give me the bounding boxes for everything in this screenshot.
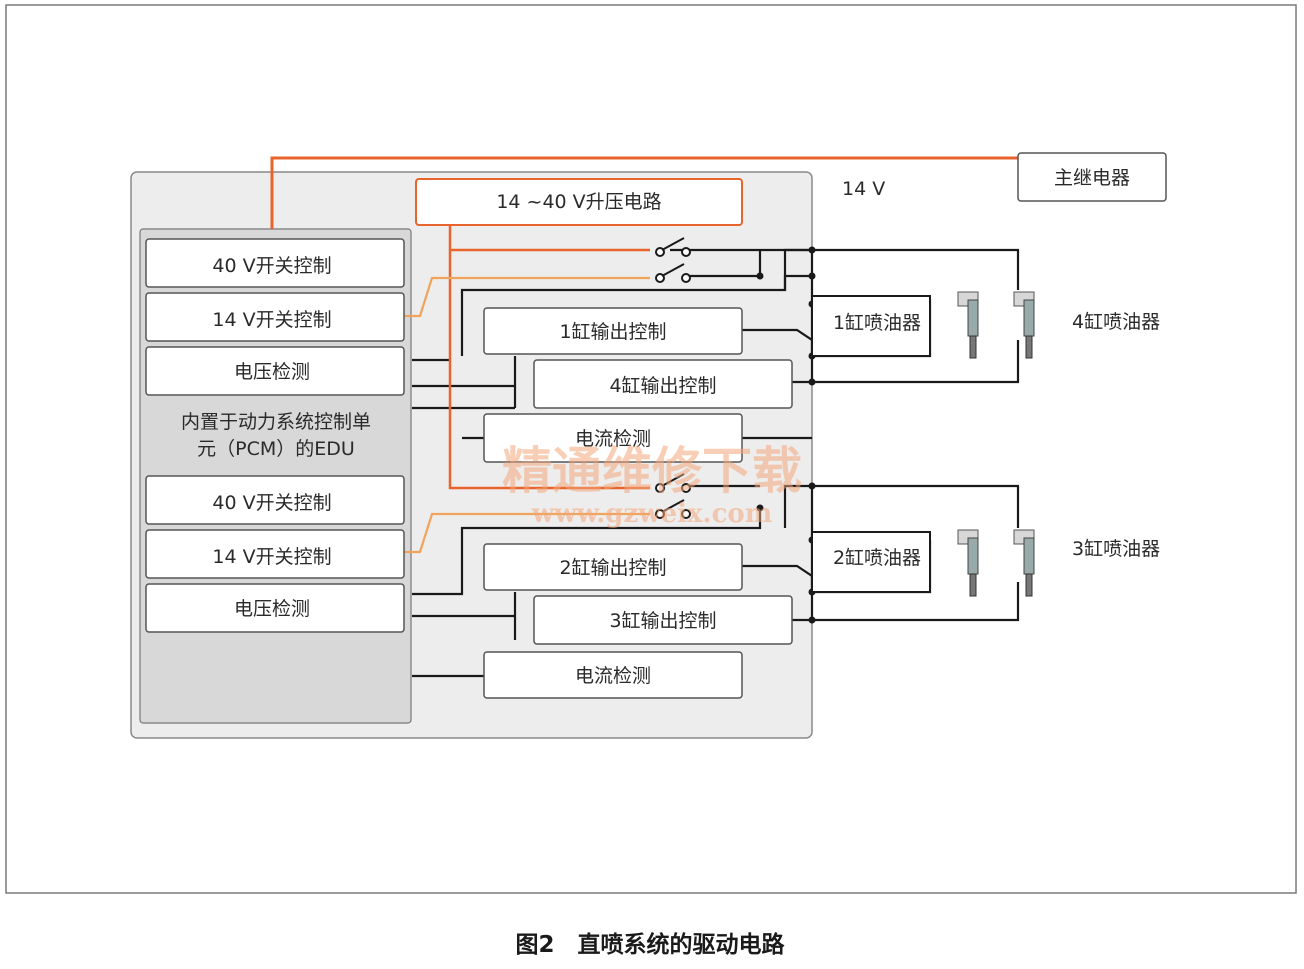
boost-circuit-box: 14 ~40 V升压电路 <box>415 178 743 226</box>
lower-14v-label: 14 V开关控制 <box>212 546 331 568</box>
lower-current-label: 电流检测 <box>575 665 651 687</box>
cyl1-output-box: 1缸输出控制 <box>483 307 743 355</box>
upper-14v-label: 14 V开关控制 <box>212 309 331 331</box>
boost-label: 14 ~40 V升压电路 <box>496 191 661 213</box>
lower-40v-switch-box: 40 V开关控制 <box>145 475 405 525</box>
relay-box: 主继电器 <box>1017 152 1167 202</box>
switch-14v-lower <box>655 499 691 519</box>
injector-icon-cyl2 <box>957 529 979 597</box>
cyl1-injector-label: 1缸喷油器 <box>833 312 921 334</box>
voltage-14v-label: 14 V <box>842 178 885 200</box>
switch-40v-upper <box>655 237 691 257</box>
upper-40v-switch-box: 40 V开关控制 <box>145 238 405 288</box>
figure-caption: 图2 直喷系统的驱动电路 <box>515 931 785 958</box>
upper-voltage-label: 电压检测 <box>234 361 310 383</box>
upper-current-label: 电流检测 <box>575 428 651 450</box>
cyl4-output-label: 4缸输出控制 <box>609 375 716 397</box>
cyl1-injector-box: 1缸喷油器 <box>811 295 931 357</box>
cyl1-output-label: 1缸输出控制 <box>559 321 666 343</box>
upper-voltage-detect-box: 电压检测 <box>145 346 405 396</box>
injector-icon-cyl3 <box>1013 529 1035 597</box>
watermark-line2: www.gzweix.com <box>531 499 773 529</box>
edu-label-line2: 元（PCM）的EDU <box>197 438 355 460</box>
cyl4-injector-label: 4缸喷油器 <box>1072 311 1160 333</box>
relay-label: 主继电器 <box>1054 167 1130 189</box>
upper-14v-switch-box: 14 V开关控制 <box>145 292 405 342</box>
lower-voltage-label: 电压检测 <box>234 598 310 620</box>
cyl2-injector-label: 2缸喷油器 <box>833 547 921 569</box>
lower-voltage-detect-box: 电压检测 <box>145 583 405 633</box>
cyl3-output-label: 3缸输出控制 <box>609 610 716 632</box>
upper-current-detect-box: 电流检测 <box>483 413 743 463</box>
lower-40v-label: 40 V开关控制 <box>212 492 331 514</box>
switch-40v-lower <box>655 473 691 493</box>
injector-icon-cyl1 <box>957 291 979 359</box>
cyl3-injector-label: 3缸喷油器 <box>1072 538 1160 560</box>
switch-14v-upper <box>655 263 691 283</box>
upper-40v-label: 40 V开关控制 <box>212 255 331 277</box>
lower-current-detect-box: 电流检测 <box>483 651 743 699</box>
cyl2-output-label: 2缸输出控制 <box>559 557 666 579</box>
cyl4-output-box: 4缸输出控制 <box>533 359 793 409</box>
edu-label-line1: 内置于动力系统控制单 <box>181 411 371 433</box>
cyl2-injector-box: 2缸喷油器 <box>811 531 931 593</box>
injector-icon-cyl4 <box>1013 291 1035 359</box>
cyl2-output-box: 2缸输出控制 <box>483 543 743 591</box>
lower-14v-switch-box: 14 V开关控制 <box>145 529 405 579</box>
orange-wires <box>270 156 1018 554</box>
cyl3-output-box: 3缸输出控制 <box>533 595 793 645</box>
watermark-line1: 精通维修下载 <box>502 441 802 500</box>
